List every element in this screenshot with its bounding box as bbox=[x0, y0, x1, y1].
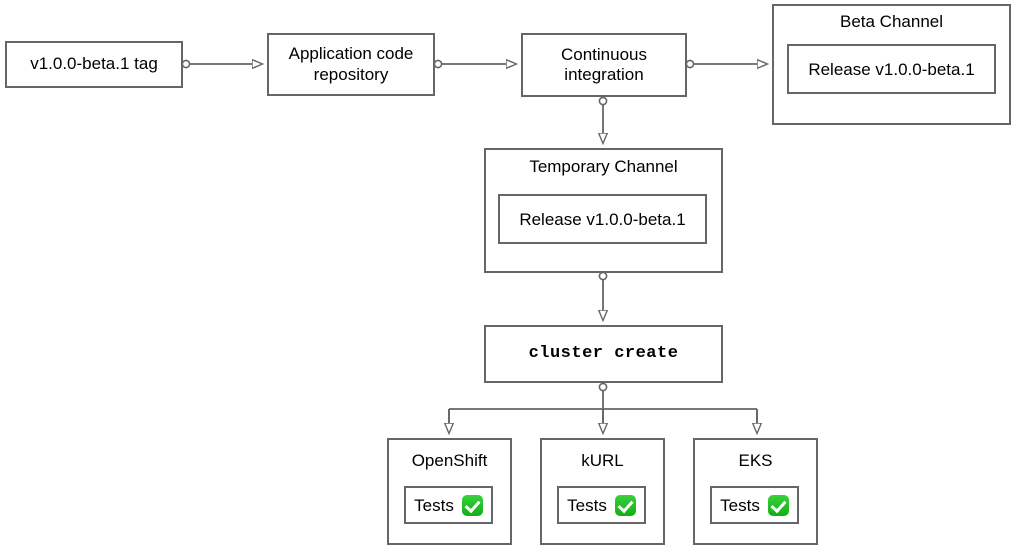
check-icon bbox=[461, 494, 483, 516]
kurl-tests-label: Tests bbox=[567, 495, 607, 515]
check-icon bbox=[614, 494, 636, 516]
node-cluster-create[interactable]: cluster create bbox=[484, 325, 723, 383]
eks-tests-box[interactable]: Tests bbox=[710, 486, 799, 524]
beta-channel-release-box[interactable]: Release v1.0.0-beta.1 bbox=[787, 44, 996, 94]
node-application-code-repository[interactable]: Application code repository bbox=[267, 33, 435, 96]
edge-ci-to-temporary-channel bbox=[599, 96, 606, 143]
node-application-code-repository-label: Application code repository bbox=[288, 44, 414, 84]
temporary-channel-release-label: Release v1.0.0-beta.1 bbox=[519, 209, 686, 229]
edge-cluster-create-to-platforms bbox=[449, 382, 757, 433]
node-version-tag[interactable]: v1.0.0-beta.1 tag bbox=[5, 41, 183, 88]
group-kurl-title: kURL bbox=[581, 451, 624, 470]
beta-channel-release-label: Release v1.0.0-beta.1 bbox=[808, 59, 975, 79]
edge-ci-to-beta-channel bbox=[685, 60, 767, 67]
node-continuous-integration-label: Continuous integration bbox=[560, 44, 647, 84]
kurl-tests-box[interactable]: Tests bbox=[557, 486, 646, 524]
openshift-tests-box[interactable]: Tests bbox=[404, 486, 493, 524]
group-openshift-title: OpenShift bbox=[411, 451, 488, 470]
edge-tag-to-repo bbox=[181, 60, 262, 67]
eks-tests-label: Tests bbox=[720, 495, 760, 515]
check-icon bbox=[767, 494, 789, 516]
group-temporary-channel-title: Temporary Channel bbox=[529, 157, 678, 176]
temporary-channel-release-box[interactable]: Release v1.0.0-beta.1 bbox=[498, 194, 707, 244]
edge-repo-to-ci bbox=[433, 60, 516, 67]
node-cluster-create-label: cluster create bbox=[528, 343, 679, 363]
group-eks-title: EKS bbox=[738, 451, 773, 470]
openshift-tests-label: Tests bbox=[414, 495, 454, 515]
group-beta-channel-title: Beta Channel bbox=[839, 12, 944, 31]
node-version-tag-label: v1.0.0-beta.1 tag bbox=[30, 54, 158, 74]
edge-temporary-channel-to-cluster-create bbox=[599, 271, 606, 320]
node-continuous-integration[interactable]: Continuous integration bbox=[521, 33, 687, 97]
